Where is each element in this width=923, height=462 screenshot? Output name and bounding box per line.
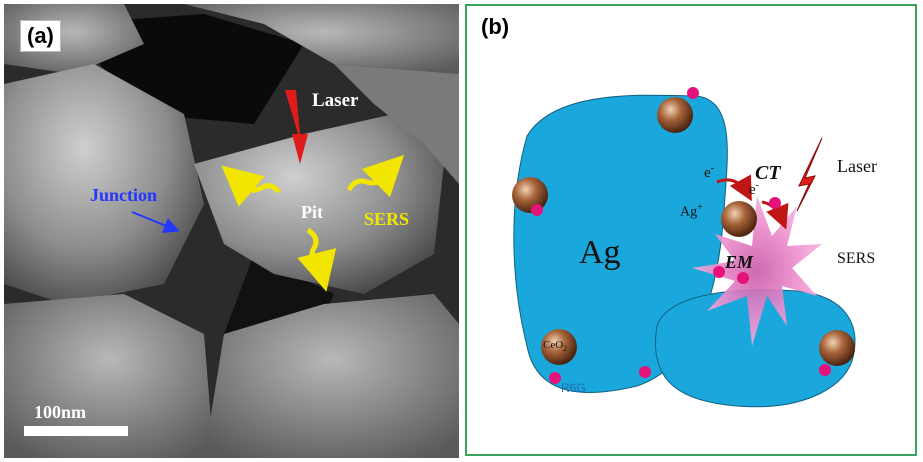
em-burst: [692, 196, 822, 346]
ceo2-particle: [657, 97, 693, 133]
r6g-molecule: [549, 372, 561, 384]
sem-image: [4, 4, 459, 458]
sers-wave-icon: [346, 154, 405, 198]
laser-arrow-icon: [285, 90, 308, 164]
ceo2-particle: [512, 177, 548, 213]
r6g-molecule: [687, 87, 699, 99]
laser-label-b: Laser: [837, 156, 877, 176]
r6g-molecule: [737, 272, 749, 284]
electron-label: e-: [749, 180, 760, 198]
schematic-diagram: [512, 87, 856, 408]
ag-label: Ag: [579, 234, 621, 271]
r6g-molecule: [639, 366, 651, 378]
sers-wave-icon: [297, 227, 337, 292]
sers-label: SERS: [364, 209, 410, 229]
r6g-molecule: [713, 266, 725, 278]
grain: [4, 64, 204, 304]
junction-arrow-icon: [131, 211, 180, 233]
r6g-molecule: [769, 197, 781, 209]
ceo2-particle: [819, 330, 855, 366]
ct-label: CT: [755, 162, 781, 184]
ag-ion-label: Ag+: [680, 202, 703, 220]
electron-label: e-: [704, 163, 715, 181]
panel-a-tag: (a): [20, 20, 61, 52]
ceo2-label: CeO2: [543, 339, 568, 354]
sem-image-panel: (a) Laser Pit SERS Junction 100nm: [4, 4, 459, 458]
schematic-panel: (b) Ag Laser CT EM SERS e- e- Ag+ CeO2 R…: [465, 4, 917, 456]
grain: [184, 4, 459, 74]
laser-label: Laser: [312, 90, 359, 111]
ceo2-particle: [541, 329, 577, 365]
junction-label: Junction: [90, 185, 158, 205]
r6g-label: R6G: [561, 381, 586, 395]
ct-arrow-icon: [716, 174, 752, 202]
panel-b-tag: (b): [481, 14, 510, 39]
pit-label: Pit: [301, 202, 323, 222]
grain: [4, 294, 214, 458]
sers-label-b: SERS: [837, 250, 876, 267]
laser-bolt-icon: [796, 137, 823, 212]
scale-label: 100nm: [34, 402, 87, 422]
r6g-molecule: [531, 204, 543, 216]
r6g-molecule: [819, 364, 831, 376]
grain: [334, 64, 459, 184]
grain: [204, 294, 459, 458]
sers-wave-icon: [221, 165, 281, 207]
ceo2-particle: [721, 201, 757, 237]
scale-bar: [24, 426, 128, 436]
em-label: EM: [725, 252, 754, 272]
